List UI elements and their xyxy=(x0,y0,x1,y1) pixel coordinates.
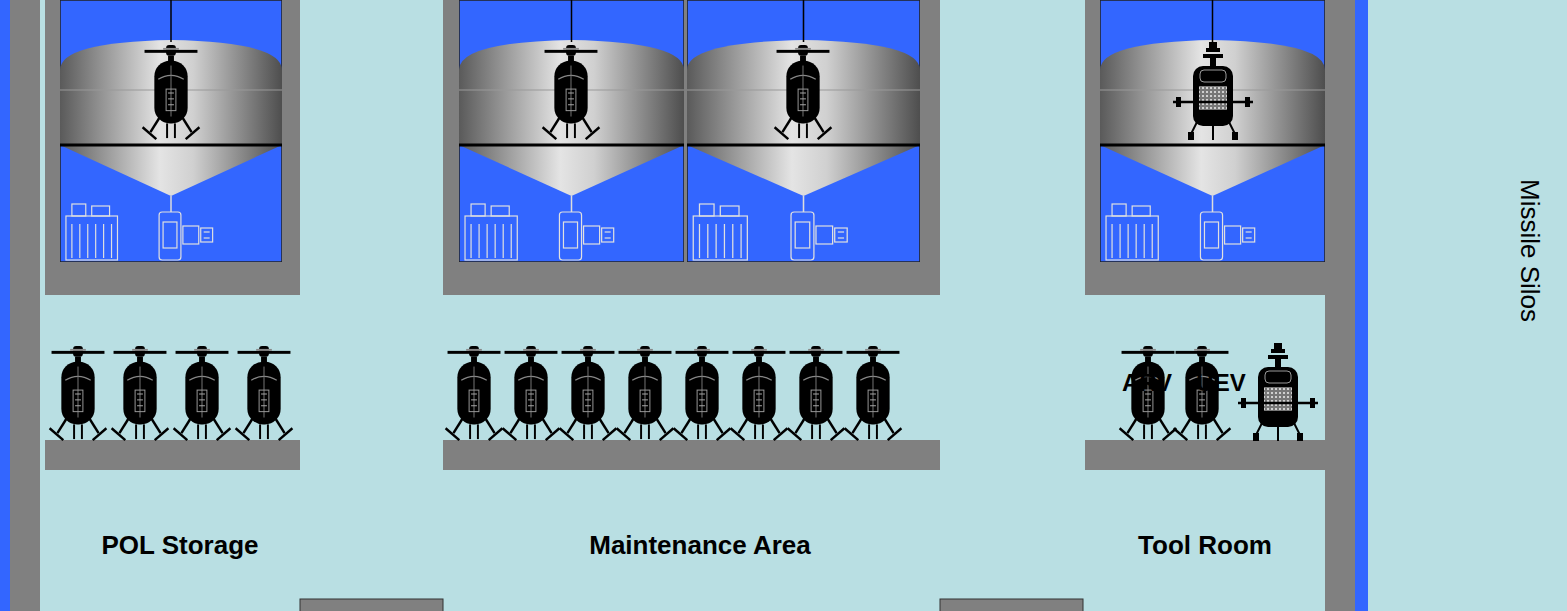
helicopter xyxy=(543,45,600,139)
helicopter xyxy=(112,346,169,440)
helicopter xyxy=(143,45,200,139)
region-band: Missile Silos xyxy=(1368,0,1567,611)
region-label: Missile Silos xyxy=(1515,178,1546,321)
shelf xyxy=(443,440,940,470)
silo xyxy=(1100,0,1325,262)
shelf xyxy=(1085,440,1325,470)
helicopter xyxy=(560,346,617,440)
area-label: Tool Room xyxy=(1138,530,1272,561)
silo xyxy=(459,0,684,262)
helicopter xyxy=(788,346,845,440)
wall xyxy=(10,0,40,611)
wall xyxy=(1085,0,1340,295)
silo xyxy=(60,0,282,262)
doorway xyxy=(940,599,1083,611)
helicopter xyxy=(731,346,788,440)
wall xyxy=(45,0,300,295)
silo-band-ground xyxy=(1368,0,1567,611)
helicopter xyxy=(617,346,674,440)
vehicle-label: ARV xyxy=(1122,369,1172,397)
helicopter xyxy=(1238,343,1318,441)
silo xyxy=(687,0,920,262)
helicopter xyxy=(50,346,107,440)
helicopter xyxy=(236,346,293,440)
helicopter xyxy=(1120,346,1177,440)
area-label: Maintenance Area xyxy=(589,530,811,561)
floor xyxy=(40,0,1340,611)
wall xyxy=(443,0,940,295)
helicopter xyxy=(674,346,731,440)
shelf xyxy=(45,440,300,470)
vehicle-label: UEV xyxy=(1196,369,1245,397)
doorway xyxy=(300,599,443,611)
helicopter xyxy=(446,346,503,440)
helicopter xyxy=(503,346,560,440)
helicopter xyxy=(174,346,231,440)
area-label: POL Storage xyxy=(101,530,258,561)
helicopter xyxy=(775,45,832,139)
helicopter xyxy=(845,346,902,440)
helicopter xyxy=(1173,42,1253,140)
